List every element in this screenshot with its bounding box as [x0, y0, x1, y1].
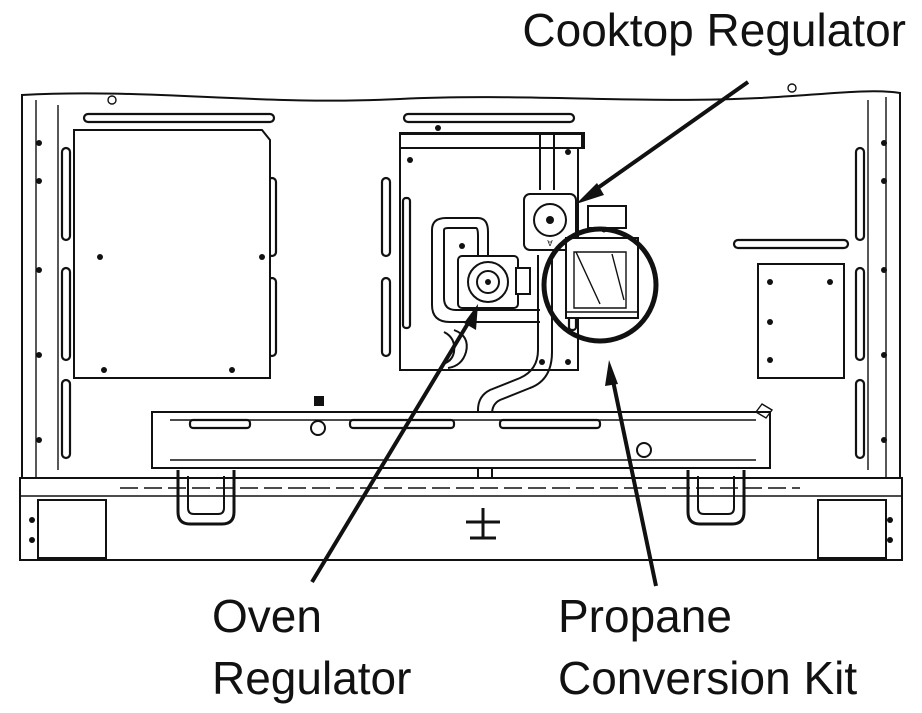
oven-regulator-leader [310, 304, 478, 584]
oven-regulator-label-line1: Oven [212, 590, 322, 642]
propane-kit-callout-circle [541, 226, 659, 344]
propane-kit-leader [605, 360, 658, 587]
panel-side-holes [36, 140, 887, 443]
left-access-cover [73, 129, 271, 379]
panel-slots [60, 112, 866, 460]
oven-regulator-label-line2: Regulator [212, 652, 411, 704]
oven-regulator-part [457, 243, 531, 309]
leveling-handles [176, 470, 746, 540]
propane-kit-label-line1: Propane [558, 590, 732, 642]
cooktop-regulator-part: Ɐ [523, 193, 577, 251]
right-access-cover [757, 263, 845, 379]
cooktop-regulator-leader [576, 80, 750, 204]
propane-conversion-kit-part [565, 205, 639, 319]
cooktop-regulator-label: Cooktop Regulator [522, 4, 906, 56]
propane-kit-label-line2: Conversion Kit [558, 652, 857, 704]
svg-text:Ɐ: Ɐ [547, 239, 553, 248]
bottom-frame [19, 396, 903, 561]
